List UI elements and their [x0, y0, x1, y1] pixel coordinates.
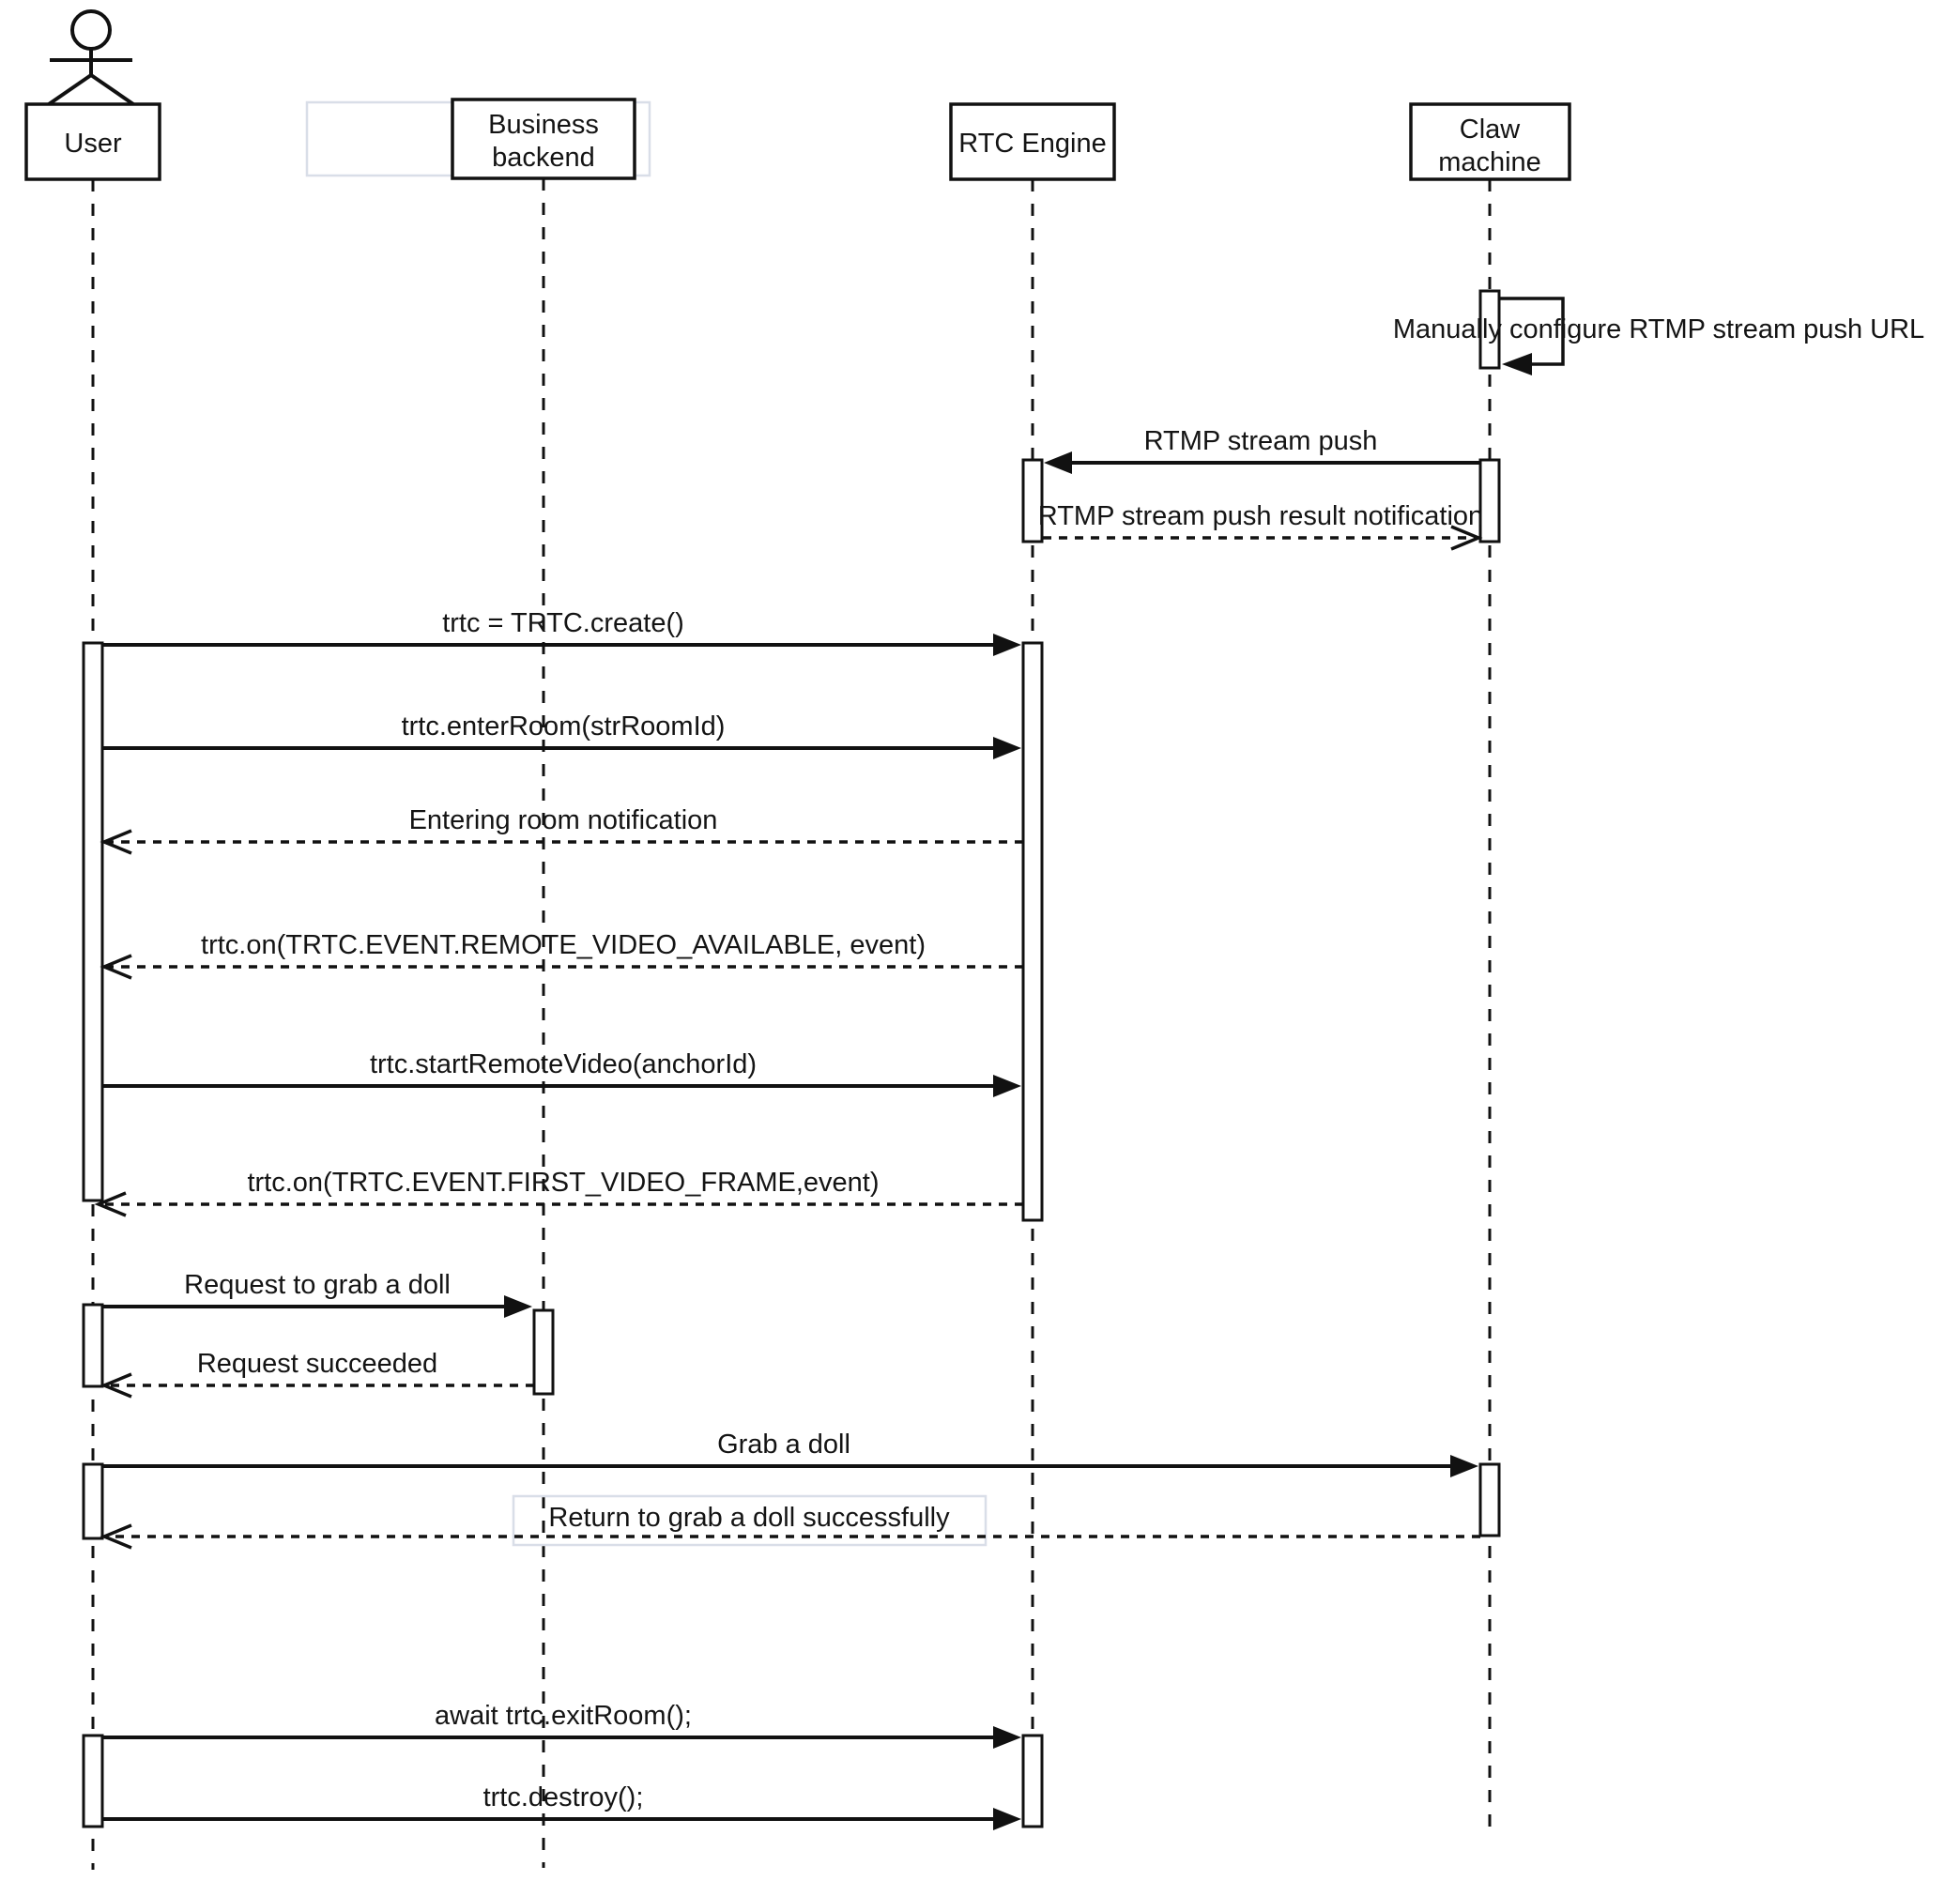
message-grab-doll: Grab a doll — [102, 1430, 1478, 1477]
participant-business: Business backend — [305, 98, 651, 180]
participant-label-claw-line1: Claw — [1460, 115, 1522, 145]
arrowhead-right-icon — [1450, 1455, 1478, 1477]
lifelines — [91, 178, 1492, 1870]
arrowhead-open-left-icon — [100, 1372, 132, 1399]
activation-user-exit — [82, 1734, 104, 1828]
participant-box-claw — [1409, 102, 1571, 181]
message-rtmp-push-result: RTMP stream push result notification — [1038, 501, 1483, 551]
activation-rtc-exit — [1021, 1734, 1044, 1828]
message-label: Request succeeded — [197, 1349, 437, 1379]
arrowhead-open-left-icon — [100, 1523, 132, 1550]
participant-rtc: RTC Engine — [949, 102, 1116, 181]
message-label: trtc.on(TRTC.EVENT.REMOTE_VIDEO_AVAILABL… — [201, 930, 926, 960]
activation-bars — [82, 289, 1501, 1828]
activation-user-request — [82, 1303, 104, 1388]
activation-claw-selfconfig — [1478, 289, 1501, 370]
participant-box-business — [451, 98, 636, 180]
message-request-grab-doll: Request to grab a doll — [102, 1270, 532, 1318]
message-label: trtc.destroy(); — [483, 1782, 644, 1812]
message-enter-room: trtc.enterRoom(strRoomId) — [102, 711, 1021, 759]
message-label: trtc.enterRoom(strRoomId) — [402, 711, 726, 742]
activation-claw-push — [1478, 458, 1501, 543]
message-label: RTMP stream push result notification — [1038, 501, 1483, 531]
arrowhead-open-left-icon — [100, 954, 132, 980]
arrowhead-open-left-icon — [94, 1191, 127, 1217]
activation-user-grab — [82, 1462, 104, 1540]
message-label: RTMP stream push — [1144, 426, 1378, 456]
arrowhead-right-icon — [993, 1726, 1021, 1749]
message-label: Manually configure RTMP stream push URL — [1393, 314, 1924, 344]
participant-claw: Claw machine — [1409, 102, 1571, 181]
message-label: Grab a doll — [717, 1430, 850, 1460]
message-label: trtc.on(TRTC.EVENT.FIRST_VIDEO_FRAME,eve… — [247, 1168, 879, 1198]
arrowhead-right-icon — [993, 634, 1021, 656]
arrowhead-open-left-icon — [100, 829, 132, 855]
arrowhead-left-icon — [1502, 353, 1532, 375]
activation-rtc-push — [1021, 458, 1044, 543]
arrowhead-right-icon — [504, 1295, 532, 1318]
arrowhead-right-icon — [993, 1075, 1021, 1097]
message-label: await trtc.exitRoom(); — [435, 1701, 692, 1731]
message-request-succeeded: Request succeeded — [100, 1349, 534, 1399]
activation-claw-grab — [1478, 1462, 1501, 1537]
participant-label-claw-line2: machine — [1438, 147, 1541, 177]
activation-user-session — [82, 641, 104, 1202]
message-label: Request to grab a doll — [184, 1270, 451, 1300]
activation-business-request — [532, 1308, 555, 1396]
participant-label-business-line1: Business — [488, 110, 599, 140]
participant-box-rtc — [949, 102, 1116, 181]
arrowhead-left-icon — [1044, 451, 1072, 474]
message-trtc-create: trtc = TRTC.create() — [102, 608, 1021, 656]
participant-label-business-line2: backend — [492, 143, 595, 173]
arrowhead-right-icon — [993, 1808, 1021, 1830]
message-label: trtc.startRemoteVideo(anchorId) — [370, 1049, 757, 1079]
participant-label-user: User — [64, 129, 122, 159]
return-highlight-box — [512, 1494, 988, 1547]
message-remote-video-available: trtc.on(TRTC.EVENT.REMOTE_VIDEO_AVAILABL… — [100, 930, 1023, 980]
arrowhead-open-right-icon — [1450, 525, 1483, 551]
message-destroy: trtc.destroy(); — [102, 1782, 1021, 1830]
message-return-grab-success: Return to grab a doll successfully — [100, 1494, 1480, 1550]
message-manually-configure-rtmp: Manually configure RTMP stream push URL — [1393, 297, 1924, 375]
message-label: Entering room notification — [409, 805, 718, 835]
message-first-video-frame: trtc.on(TRTC.EVENT.FIRST_VIDEO_FRAME,eve… — [94, 1168, 1023, 1217]
activation-rtc-session — [1021, 641, 1044, 1222]
message-exit-room: await trtc.exitRoom(); — [102, 1701, 1021, 1749]
arrowhead-right-icon — [993, 737, 1021, 759]
self-message-loop — [1499, 297, 1565, 366]
message-rtmp-stream-push: RTMP stream push — [1044, 426, 1480, 474]
participant-label-rtc: RTC Engine — [958, 129, 1106, 159]
message-start-remote-video: trtc.startRemoteVideo(anchorId) — [102, 1049, 1021, 1097]
message-label: Return to grab a doll successfully — [548, 1503, 950, 1533]
message-entering-room-notification: Entering room notification — [100, 805, 1023, 855]
participant-box-user — [24, 102, 161, 181]
message-label: trtc = TRTC.create() — [442, 608, 684, 638]
actor-icon — [47, 9, 135, 106]
participant-user: User — [24, 9, 161, 181]
